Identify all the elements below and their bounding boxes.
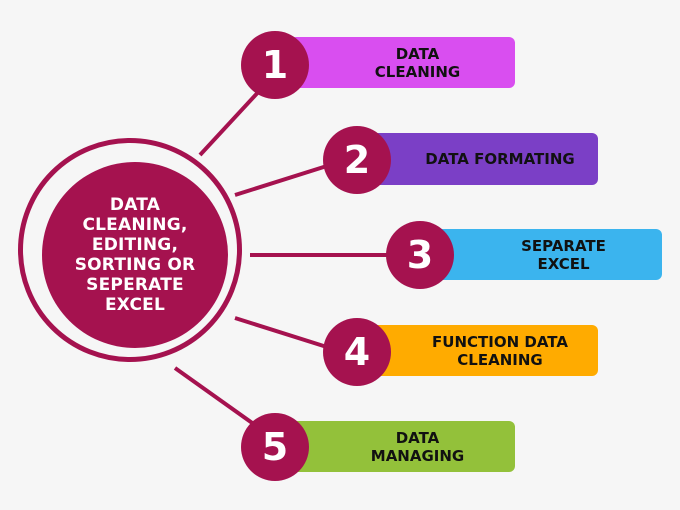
step-label-3: SEPARATE EXCEL [521, 236, 606, 273]
step-label-2: DATA FORMATING [425, 150, 575, 168]
hub-circle: DATA CLEANING, EDITING, SORTING OR SEPER… [42, 162, 228, 348]
step-number-3: 3 [386, 221, 454, 289]
step-number-2: 2 [323, 126, 391, 194]
step-label-4: FUNCTION DATA CLEANING [432, 332, 568, 369]
connector-1 [198, 86, 264, 157]
step-box-2: DATA FORMATING [372, 133, 598, 185]
step-number-1: 1 [241, 31, 309, 99]
step-box-1: DATA CLEANING [290, 37, 515, 88]
connector-2 [234, 163, 331, 197]
hub-label: DATA CLEANING, EDITING, SORTING OR SEPER… [74, 195, 196, 315]
step-box-5: DATA MANAGING [290, 421, 515, 472]
step-number-5: 5 [241, 413, 309, 481]
connector-4 [234, 316, 331, 350]
step-label-1: DATA CLEANING [374, 44, 461, 81]
step-label-5: DATA MANAGING [370, 428, 465, 465]
connector-5 [173, 366, 257, 427]
step-number-4: 4 [323, 318, 391, 386]
step-box-3: SEPARATE EXCEL [435, 229, 662, 280]
step-box-4: FUNCTION DATA CLEANING [372, 325, 598, 376]
